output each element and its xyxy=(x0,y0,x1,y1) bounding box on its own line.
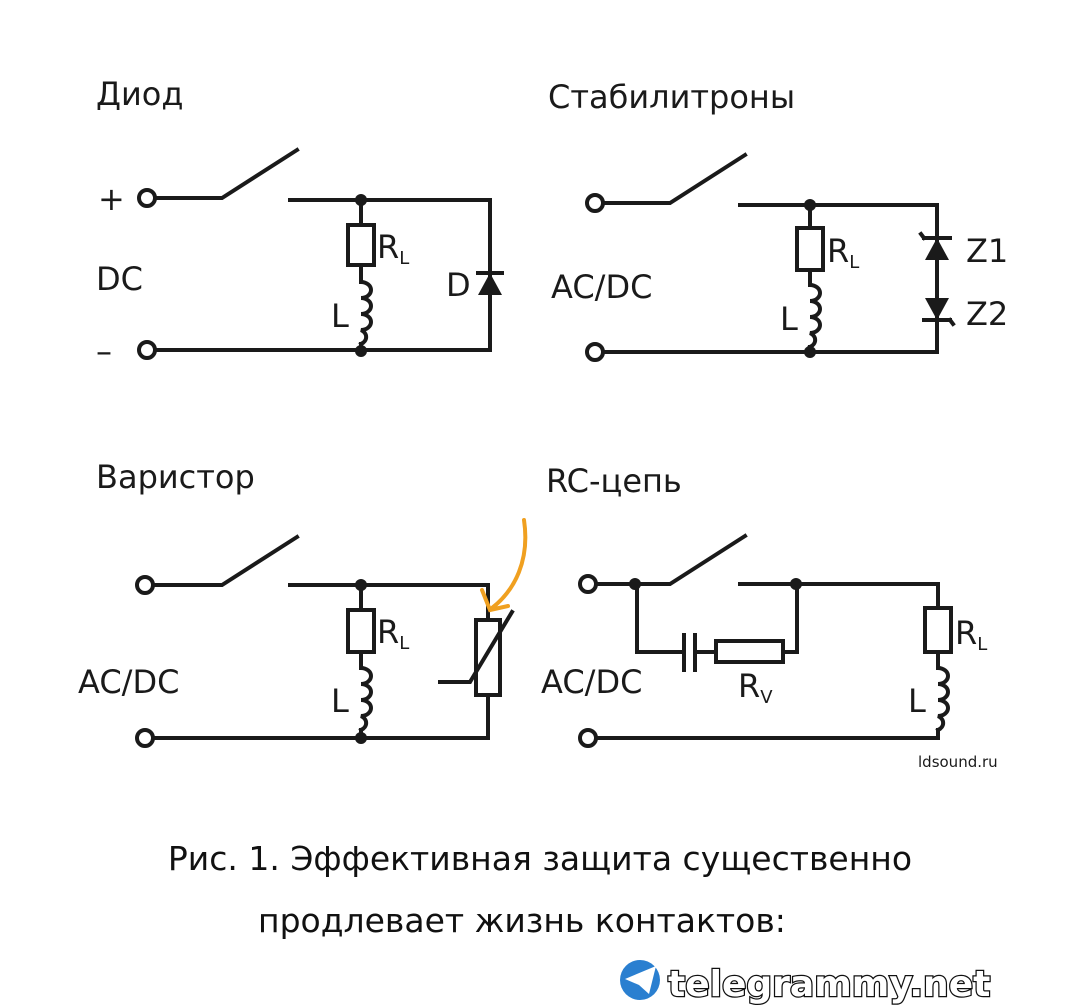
resistor xyxy=(795,226,825,272)
junction-dot xyxy=(355,194,367,206)
source-label: DC xyxy=(96,260,143,298)
varistor-slash xyxy=(438,609,515,684)
junction-dot xyxy=(355,579,367,591)
l-label: L xyxy=(331,297,349,335)
watermark: telegrammy.net xyxy=(620,960,992,1006)
annotation-arrow xyxy=(480,518,528,613)
rl-label: RL xyxy=(827,232,859,273)
zener-z1-bar xyxy=(918,231,952,241)
terminal xyxy=(578,574,598,594)
d-label: D xyxy=(446,266,471,304)
terminal xyxy=(585,193,605,213)
junction-dot xyxy=(355,345,367,357)
diode-title: Диод xyxy=(96,75,184,113)
inductor xyxy=(935,665,950,733)
zener-z1-symbol xyxy=(925,238,949,260)
inductor xyxy=(358,665,373,733)
diode-symbol xyxy=(478,273,502,295)
resistor-rl xyxy=(923,606,953,654)
caption-line2: продлевает жизнь контактов: xyxy=(258,901,786,940)
resistor xyxy=(346,223,376,267)
junction-dot xyxy=(790,578,802,590)
source-label: AC/DC xyxy=(541,663,642,701)
wires xyxy=(151,534,490,740)
varistor-circuit: Варистор AC/DC RL L xyxy=(78,458,528,748)
rv-label: RV xyxy=(738,667,773,708)
caption-line1: Рис. 1. Эффективная защита существенно xyxy=(168,839,912,878)
junction-dot xyxy=(629,578,641,590)
rc-circuit: RC-цепь AC/DC RV RL L ldsound.ru xyxy=(541,462,998,771)
terminal xyxy=(135,575,155,595)
rl-label: RL xyxy=(955,614,987,655)
l-label: L xyxy=(331,682,349,720)
wires xyxy=(594,533,940,740)
source-label: AC/DC xyxy=(78,663,179,701)
minus-label: – xyxy=(96,332,112,370)
terminal xyxy=(135,728,155,748)
capacitor xyxy=(682,633,697,672)
credit: ldsound.ru xyxy=(918,753,998,771)
diode-circuit: Диод + – DC RL L D xyxy=(96,75,504,370)
junction-dot xyxy=(355,732,367,744)
junction-dot xyxy=(804,199,816,211)
varistor-title: Варистор xyxy=(96,458,255,496)
terminal xyxy=(578,728,598,748)
inductor xyxy=(358,279,373,347)
zener-z2-symbol xyxy=(925,298,949,320)
zener-z2-bar xyxy=(922,317,956,327)
resistor xyxy=(346,608,376,654)
junction-dot xyxy=(804,346,816,358)
terminal xyxy=(137,188,157,208)
terminal xyxy=(137,340,157,360)
rc-title: RC-цепь xyxy=(546,462,682,500)
plus-label: + xyxy=(98,180,125,218)
rl-label: RL xyxy=(377,228,409,269)
z2-label: Z2 xyxy=(966,295,1008,333)
watermark-text: telegrammy.net xyxy=(668,964,990,1005)
rl-label: RL xyxy=(377,613,409,654)
inductor xyxy=(807,282,822,350)
zener-circuit: Стабилитроны AC/DC RL L Z1 Z2 xyxy=(548,78,1008,362)
resistor-rv xyxy=(714,639,785,664)
l-label: L xyxy=(908,682,926,720)
zener-title: Стабилитроны xyxy=(548,78,795,116)
paper-plane-icon xyxy=(625,966,656,994)
terminal xyxy=(585,342,605,362)
varistor xyxy=(474,618,502,697)
wires xyxy=(601,152,939,354)
source-label: AC/DC xyxy=(551,268,652,306)
l-label: L xyxy=(780,300,798,338)
z1-label: Z1 xyxy=(966,232,1008,270)
wires xyxy=(153,147,492,353)
